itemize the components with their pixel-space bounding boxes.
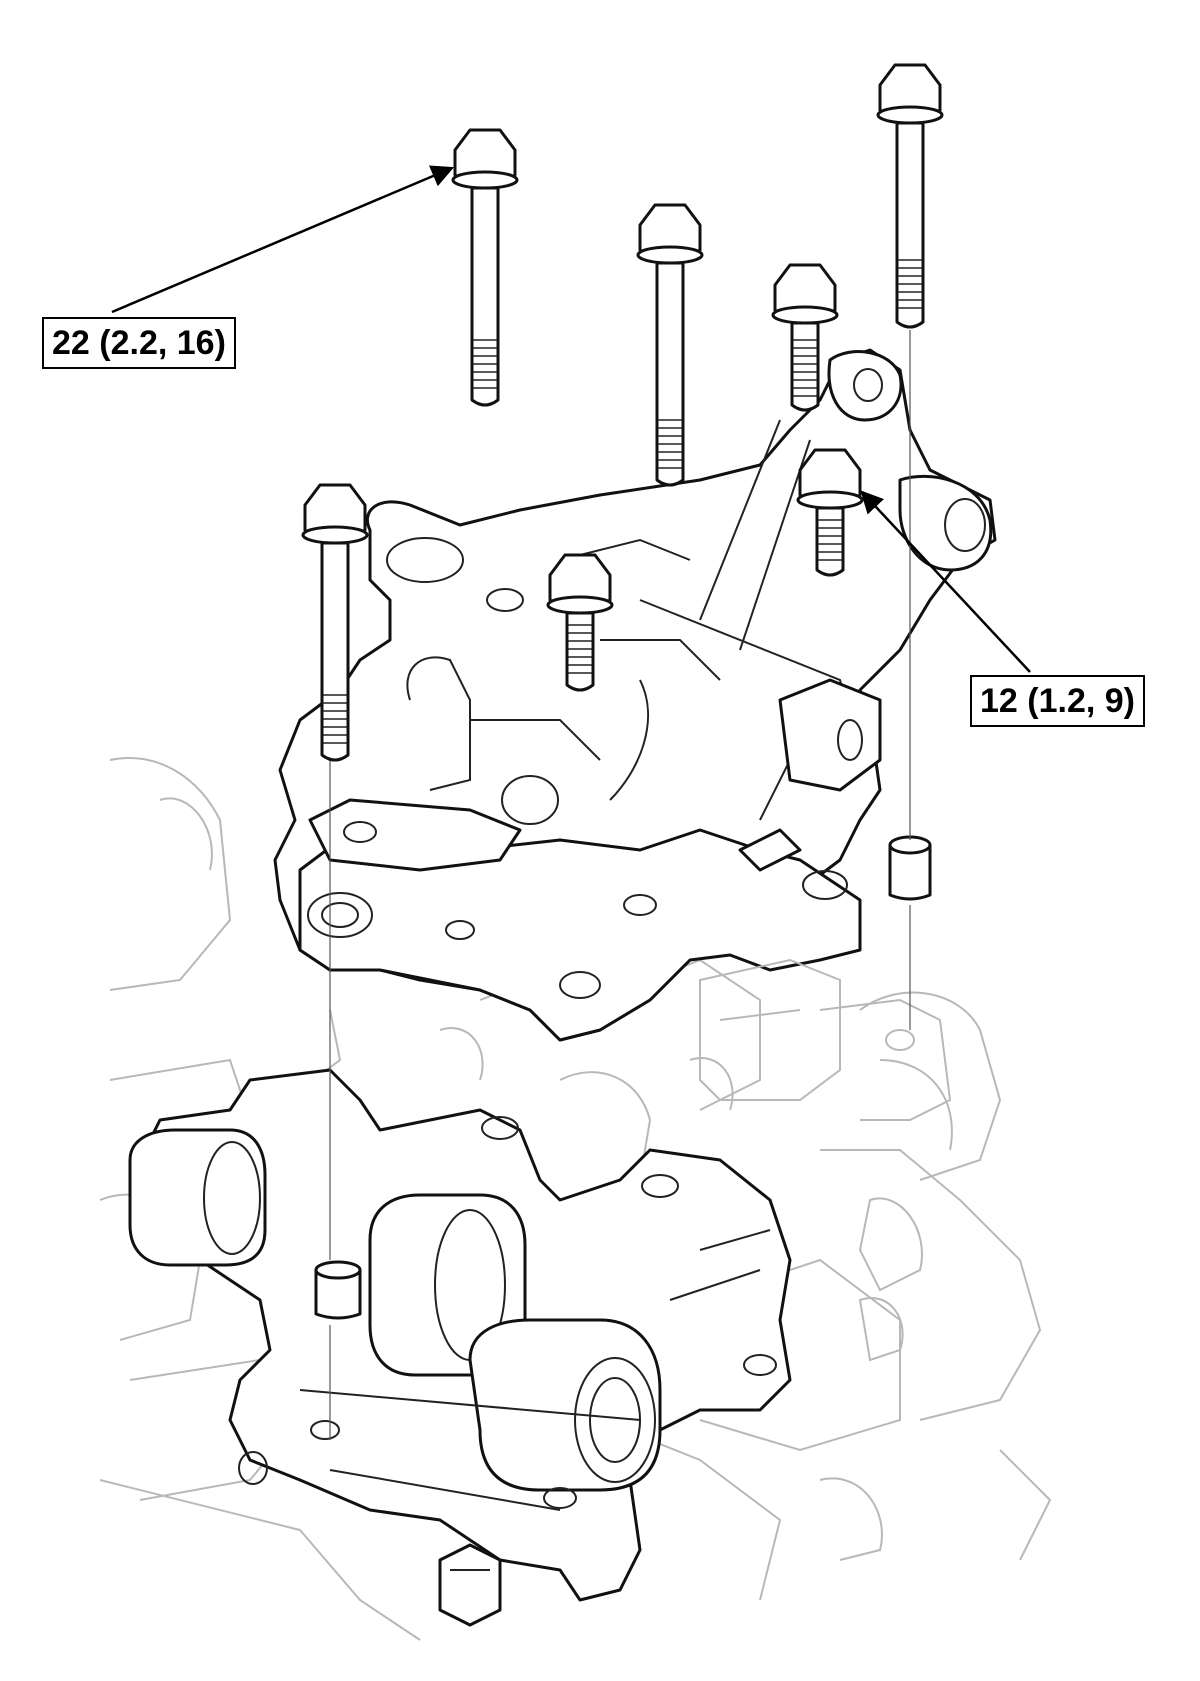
bolt-tall-left <box>301 483 369 762</box>
bolt-guide-lines <box>329 330 911 1440</box>
bolt-short-right <box>771 263 839 412</box>
bolt-tall-right <box>876 63 944 329</box>
lower-housing <box>128 1068 792 1627</box>
bolt-short-center-front <box>546 553 614 692</box>
torque-callout-right: 12 (1.2, 9) <box>970 675 1145 727</box>
torque-callout-left: 22 (2.2, 16) <box>42 317 236 369</box>
upper-housing-bracket <box>273 348 997 1042</box>
bolt-tall-center <box>636 203 704 487</box>
leader-line-left <box>111 165 455 314</box>
engine-block-background <box>99 757 1052 1641</box>
dowel-pin-left <box>314 1260 362 1320</box>
leader-line-right <box>860 490 1031 673</box>
bolt-tall-center-left <box>451 128 519 407</box>
electrical-connector <box>699 958 952 1121</box>
bolt-short-front-right <box>796 448 864 577</box>
dowel-pin-right <box>888 835 932 901</box>
